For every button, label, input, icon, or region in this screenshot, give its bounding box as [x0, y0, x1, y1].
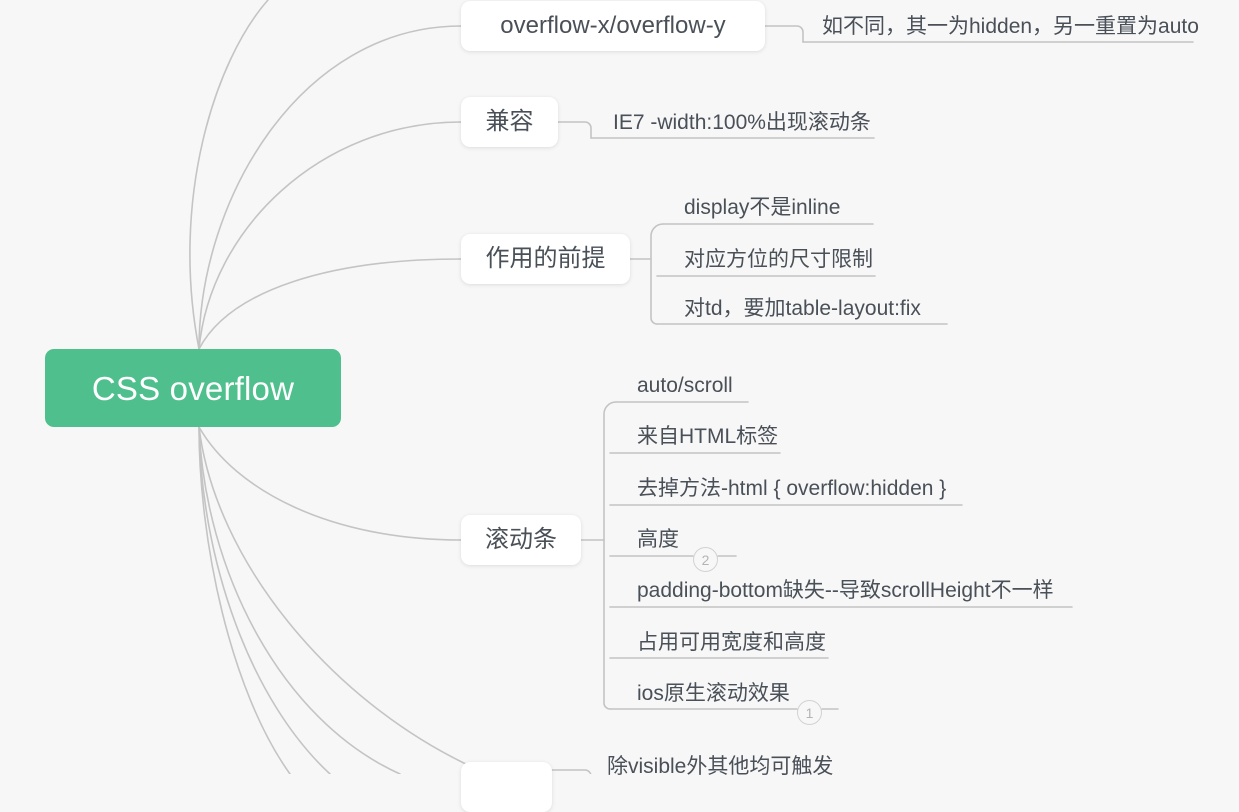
leaf-label: 对td，要加table-layout:fix [684, 297, 921, 320]
branch-node-overflow-xy[interactable]: overflow-x/overflow-y [461, 1, 765, 51]
root-node-label: CSS overflow [91, 369, 295, 407]
leaf-label: display不是inline [684, 196, 841, 219]
leaf-item[interactable]: display不是inline [684, 197, 840, 218]
branch-node-label: overflow-x/overflow-y [500, 12, 726, 39]
leaf-item[interactable]: 占用可用宽度和高度 [637, 632, 826, 653]
leaf-label: 除visible外其他均可触发 [607, 755, 834, 778]
branch-node-label: 滚动条 [485, 526, 557, 553]
branch-node-prerequisite[interactable]: 作用的前提 [461, 234, 630, 284]
branch-node-bottom-clipped[interactable] [461, 762, 552, 812]
leaf-label: padding-bottom缺失--导致scrollHeight不一样 [637, 579, 1054, 602]
leaf-badge-label: 1 [805, 704, 814, 721]
leaf-badge[interactable]: 2 [693, 547, 718, 572]
leaf-item[interactable]: padding-bottom缺失--导致scrollHeight不一样 [637, 580, 1054, 601]
leaf-label: 去掉方法-html { overflow:hidden } [637, 477, 947, 500]
leaf-label: 如不同，其一为hidden，另一重置为auto [822, 15, 1199, 38]
leaf-item[interactable]: IE7 -width:100%出现滚动条 [613, 112, 871, 133]
branch-node-compat[interactable]: 兼容 [461, 97, 558, 147]
branch-node-label: 作用的前提 [485, 245, 606, 272]
leaf-label: 占用可用宽度和高度 [637, 631, 826, 654]
leaf-item[interactable]: 去掉方法-html { overflow:hidden } [637, 478, 946, 499]
leaf-item[interactable]: 对td，要加table-layout:fix [684, 298, 921, 319]
leaf-item[interactable]: 除visible外其他均可触发 [607, 756, 833, 777]
leaf-label: 对应方位的尺寸限制 [684, 248, 873, 271]
leaf-item[interactable]: 来自HTML标签 [637, 426, 778, 447]
leaf-label: ios原生滚动效果 [637, 682, 790, 705]
leaf-item[interactable]: 高度 [637, 529, 679, 550]
leaf-item[interactable]: auto/scroll [637, 375, 733, 396]
leaf-item[interactable]: ios原生滚动效果 [637, 683, 790, 704]
branch-node-scrollbar[interactable]: 滚动条 [461, 515, 581, 565]
leaf-label: 高度 [637, 528, 679, 551]
root-node[interactable]: CSS overflow [45, 349, 341, 427]
leaf-label: auto/scroll [637, 374, 733, 397]
leaf-label: IE7 -width:100%出现滚动条 [613, 111, 871, 134]
leaf-badge-label: 2 [701, 551, 710, 568]
leaf-item[interactable]: 对应方位的尺寸限制 [684, 249, 873, 270]
leaf-badge[interactable]: 1 [797, 700, 822, 725]
branch-node-label: 兼容 [485, 108, 534, 135]
leaf-label: 来自HTML标签 [637, 425, 779, 448]
leaf-item[interactable]: 如不同，其一为hidden，另一重置为auto [822, 16, 1199, 37]
